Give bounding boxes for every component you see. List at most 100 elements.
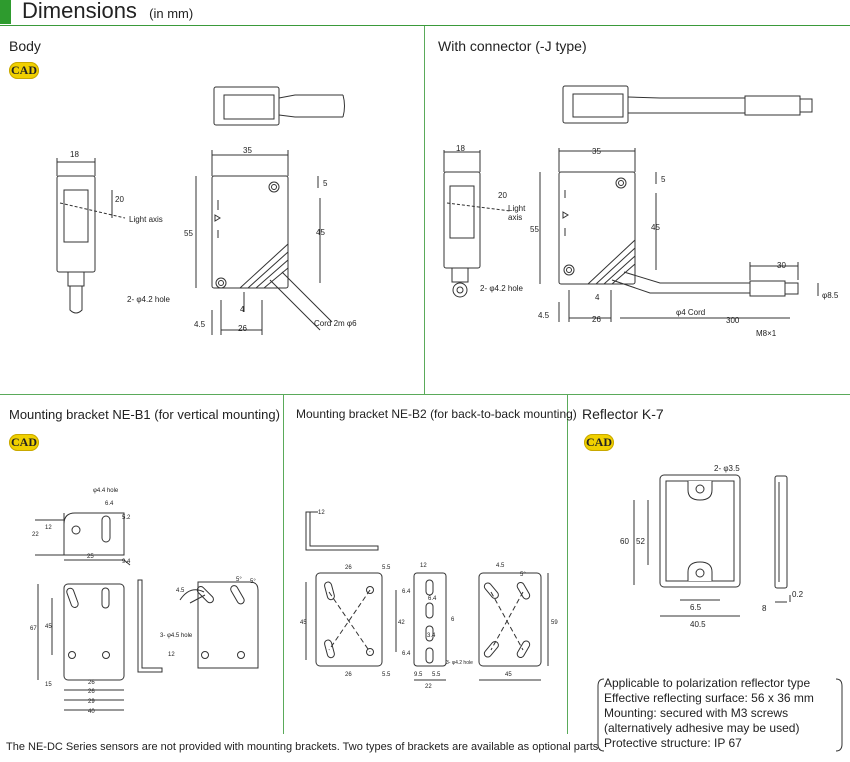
- cad-badge-reflector[interactable]: CAD: [584, 434, 614, 451]
- b2-dim-22: 22: [425, 684, 432, 690]
- b1-dim-15: 15: [45, 682, 52, 688]
- refl-dim-40-5: 40.5: [690, 620, 706, 629]
- b2-dim-6-4c: 6.4: [428, 596, 437, 602]
- b2-dim-42: 42: [398, 620, 405, 626]
- cad-badge-body[interactable]: CAD: [9, 62, 39, 79]
- refl-dim-8: 8: [762, 604, 767, 613]
- b1-dim-26a: 26: [88, 680, 95, 686]
- b2-dim-4-5: 4.5: [496, 563, 505, 569]
- body-dim-18: 18: [70, 150, 79, 159]
- b1-hole2-label: 3- φ4.5 hole: [160, 633, 193, 639]
- b2-dim-9-5: 9.5: [414, 672, 423, 678]
- conn-light-label: Light: [508, 204, 526, 213]
- section-title-body: Body: [9, 38, 41, 54]
- refl-dim-52: 52: [636, 537, 645, 546]
- reflector-note-4: (alternatively adhesive may be used): [604, 721, 800, 735]
- refl-dim-60: 60: [620, 537, 629, 546]
- conn-dim-30: 30: [777, 261, 786, 270]
- b1-top-view: [35, 512, 131, 566]
- body-dim-26: 26: [238, 324, 247, 333]
- notes-bracket-right: [835, 678, 843, 752]
- b1-deg2-label: 5°: [250, 579, 256, 585]
- b2-dim-26a: 26: [345, 565, 352, 571]
- divider-v-b2: [567, 394, 568, 734]
- b1-hole-label: φ4.4 hole: [93, 488, 119, 494]
- b2-angled-view: [478, 572, 549, 681]
- b1-dim-25: 25: [87, 554, 94, 560]
- page-title: Dimensions (in mm): [22, 0, 194, 23]
- b2-side-view: [305, 511, 379, 551]
- connector-front-view: [539, 148, 819, 322]
- page-header: Dimensions (in mm): [0, 0, 850, 26]
- b1-dim-9-4: 9.4: [122, 559, 131, 565]
- conn-dim-20: 20: [498, 191, 507, 200]
- cad-badge-b1[interactable]: CAD: [9, 434, 39, 451]
- b1-angled-view: [179, 581, 259, 669]
- divider-v-top: [424, 26, 425, 394]
- refl-dim-0-2: 0.2: [792, 590, 804, 599]
- body-dim-20: 20: [115, 195, 124, 204]
- b2-dim-6: 6: [451, 617, 455, 623]
- b2-dim-12: 12: [318, 510, 325, 516]
- body-dim-35: 35: [243, 146, 252, 155]
- conn-axis-label: axis: [508, 213, 522, 222]
- body-light-axis-label: Light axis: [129, 215, 163, 224]
- b2-deg-label: 5°: [520, 572, 526, 578]
- body-dim-5: 5: [323, 179, 328, 188]
- body-dim-4-5: 4.5: [194, 320, 206, 329]
- conn-dim-4: 4: [595, 293, 600, 302]
- body-dim-45: 45: [316, 228, 325, 237]
- b1-dim-22: 22: [32, 532, 39, 538]
- footnote: The NE-DC Series sensors are not provide…: [6, 741, 602, 753]
- b1-dim-40: 40: [88, 709, 95, 715]
- section-title-b1: Mounting bracket NE-B1 (for vertical mou…: [9, 407, 280, 422]
- body-side-view: [56, 158, 126, 314]
- body-cord-label: Cord 2m φ6: [314, 319, 357, 328]
- b1-dim-6-4: 6.4: [105, 501, 114, 507]
- conn-dim-35: 35: [592, 147, 601, 156]
- section-title-reflector: Reflector K-7: [582, 406, 664, 422]
- b2-dim-5-5a: 5.5: [382, 565, 391, 571]
- body-hole-label: 2- φ4.2 hole: [127, 295, 171, 304]
- b2-dim-5-5b: 5.5: [382, 672, 391, 678]
- section-title-b2: Mounting bracket NE-B2 (for back-to-back…: [296, 407, 577, 421]
- conn-dim-45: 45: [651, 223, 660, 232]
- reflector-note-5: Protective structure: IP 67: [604, 736, 742, 750]
- reflector-note-2: Effective reflecting surface: 56 x 36 mm: [604, 691, 814, 705]
- b2-dim-45: 45: [300, 620, 307, 626]
- reflector-side-view: [774, 475, 791, 603]
- b2-dim-45c: 45: [505, 672, 512, 678]
- conn-dim-26: 26: [592, 315, 601, 324]
- b2-dim-6-4b: 6.4: [402, 651, 411, 657]
- notes-bracket-left: [597, 678, 605, 752]
- conn-dim-18: 18: [456, 144, 465, 153]
- b2-dim-6-4a: 6.4: [402, 589, 411, 595]
- body-front-view: [195, 150, 333, 335]
- b2-dim-12b: 12: [420, 563, 427, 569]
- conn-m8-label: M8×1: [756, 329, 777, 338]
- b2-dim-3-4: 3.4: [427, 633, 436, 639]
- body-top-view: [213, 86, 345, 126]
- b1-dim-12b: 12: [168, 652, 175, 658]
- conn-dim-4-5: 4.5: [538, 311, 550, 320]
- b2-dim-5-5c: 5.5: [432, 672, 441, 678]
- section-title-connector: With connector (-J type): [438, 38, 587, 54]
- header-rule: [0, 25, 850, 26]
- b1-dim-12: 12: [45, 525, 52, 531]
- b1-dim-29: 29: [88, 699, 95, 705]
- connector-side-view: [443, 150, 511, 298]
- b1-dim-4-5: 4.5: [176, 588, 185, 594]
- divider-h-mid: [0, 394, 850, 395]
- conn-dim-8-5: φ8.5: [822, 291, 839, 300]
- conn-hole-label: 2- φ4.2 hole: [480, 284, 524, 293]
- b2-front-view: [305, 572, 397, 667]
- b1-dim-67: 67: [30, 626, 37, 632]
- b1-deg-label: 5°: [236, 577, 242, 583]
- b2-hole-label: 3- φ4.2 hole: [446, 660, 473, 666]
- b1-dim-5-2: 5.2: [122, 515, 131, 521]
- unit-label: (in mm): [149, 6, 194, 21]
- body-dim-55: 55: [184, 229, 193, 238]
- b2-dim-59: 59: [551, 620, 558, 626]
- b2-dim-26b: 26: [345, 672, 352, 678]
